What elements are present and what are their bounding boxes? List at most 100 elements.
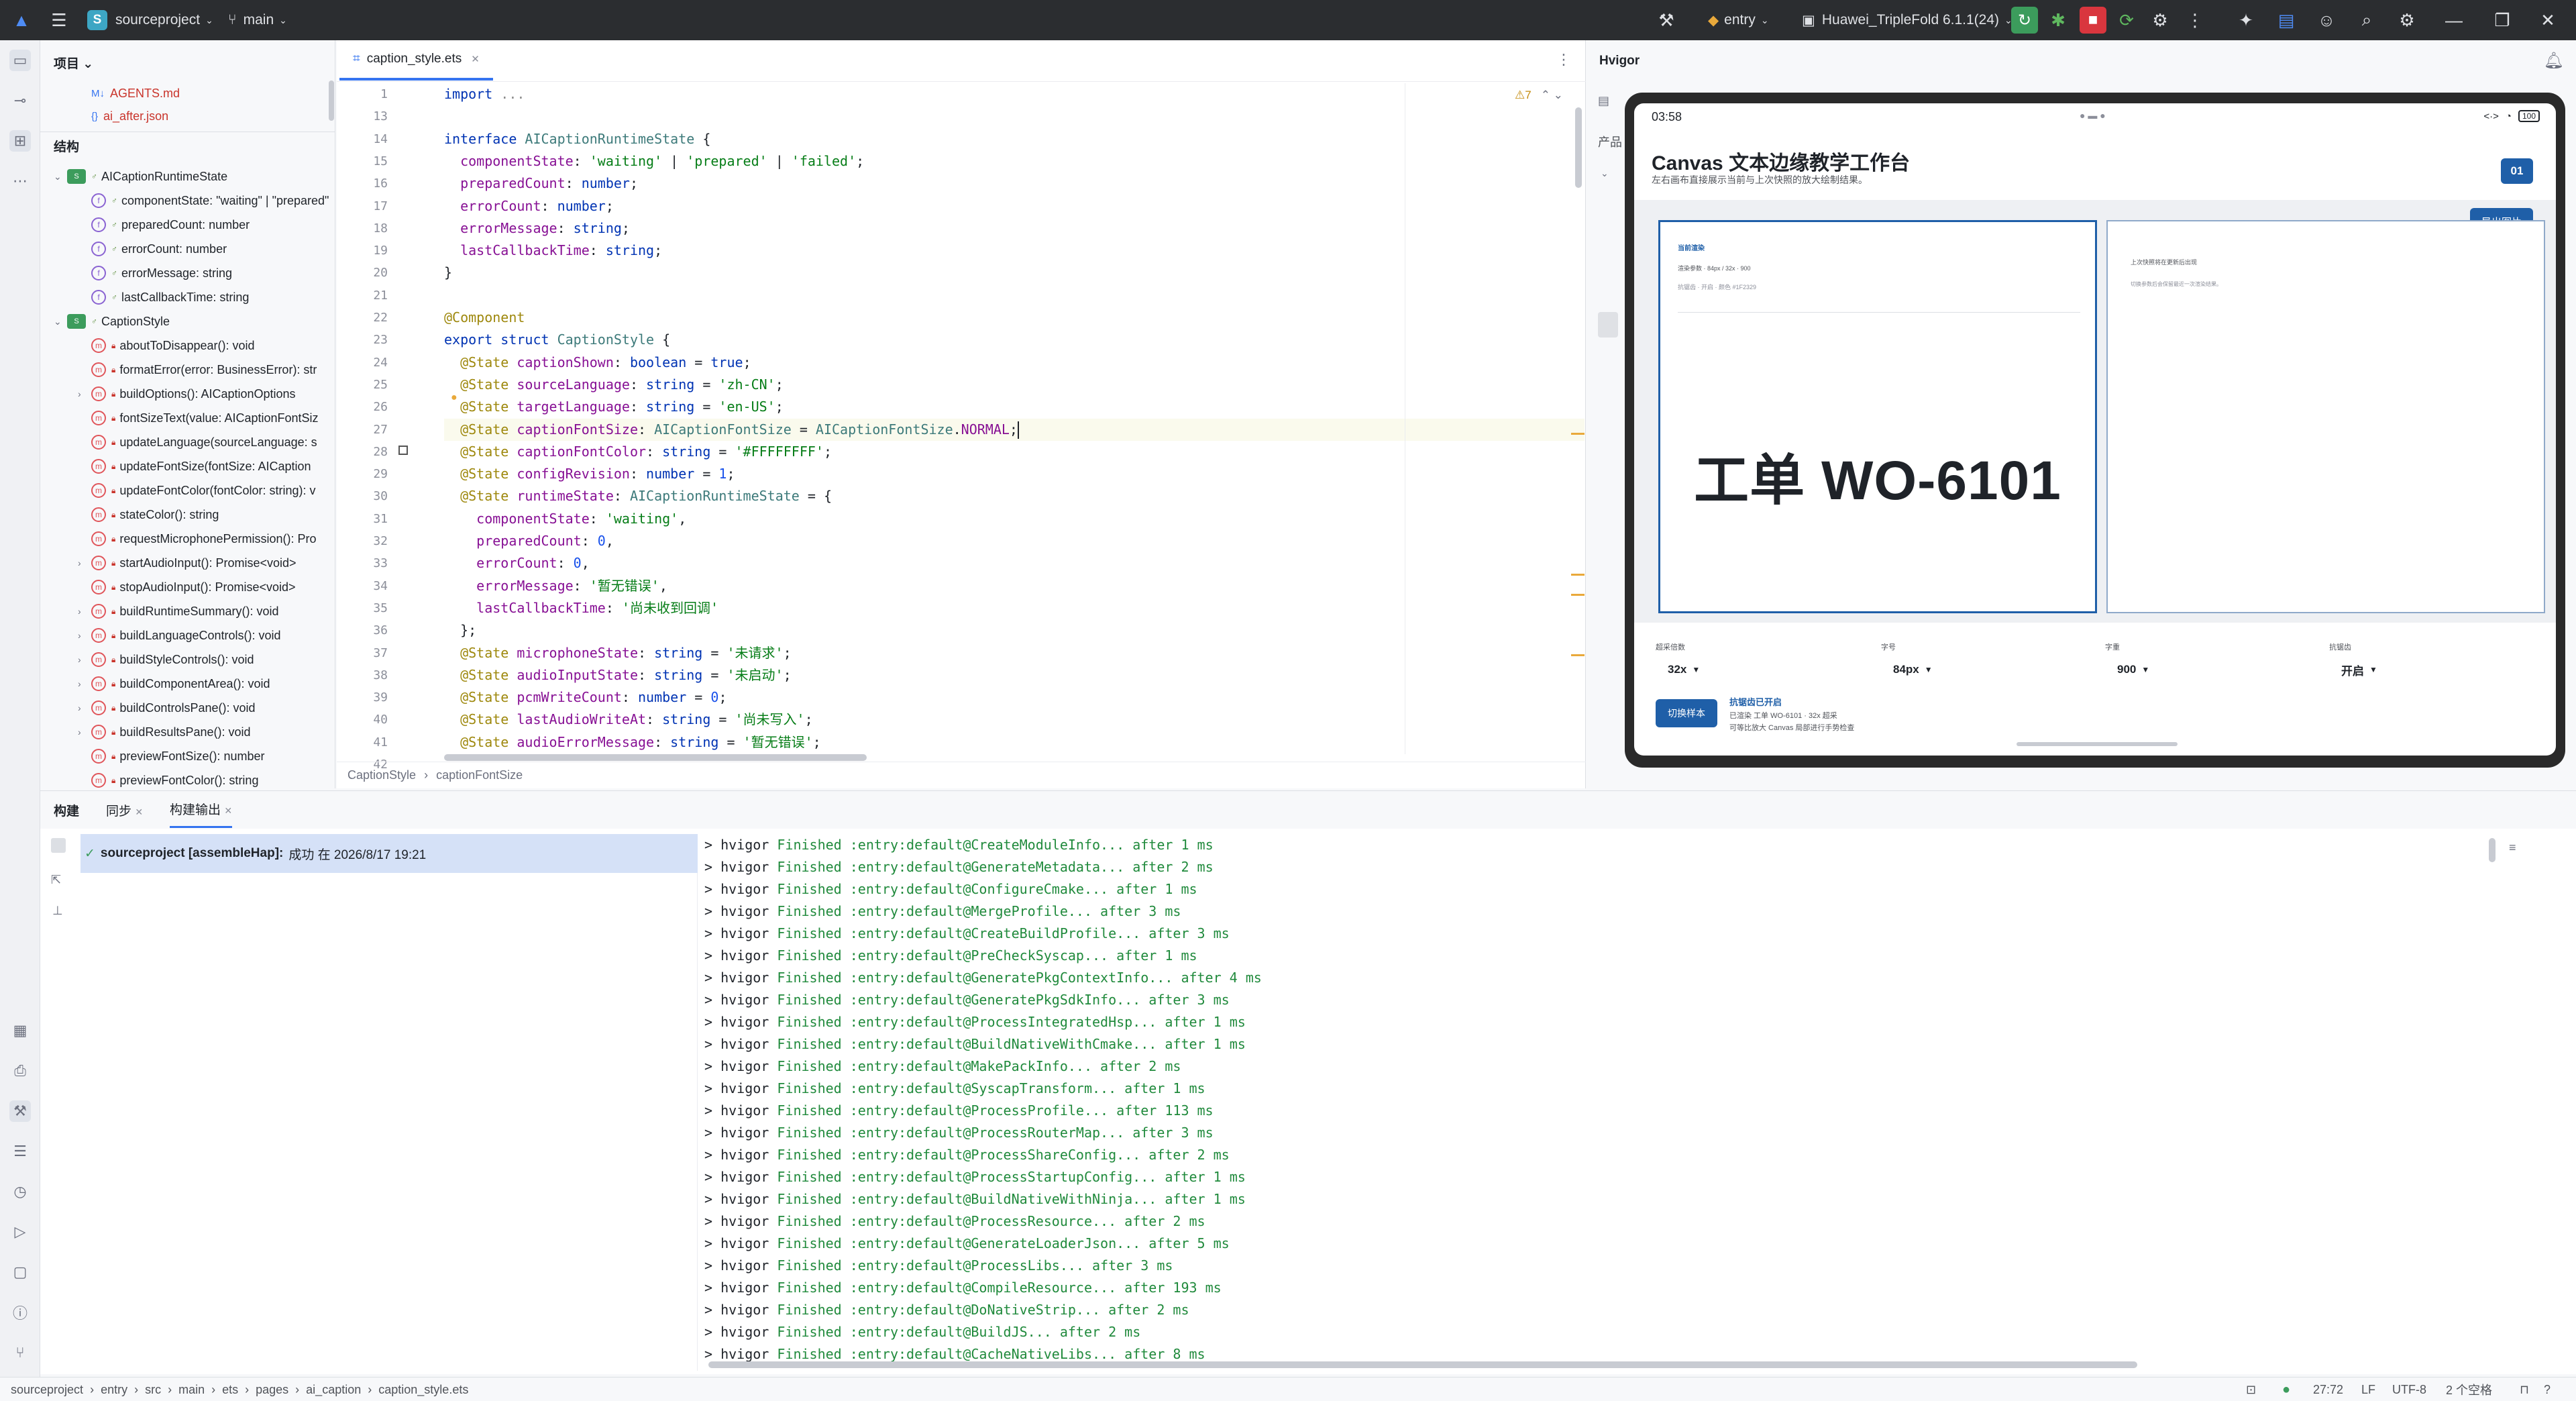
pin-icon[interactable]: ⊥ bbox=[52, 904, 63, 917]
structure-member-item[interactable]: m🔒︎requestMicrophonePermission(): Pro bbox=[78, 527, 333, 550]
code-line[interactable]: preparedCount: number; bbox=[444, 172, 638, 195]
structure-member-item[interactable]: m🔒︎previewFontSize(): number bbox=[78, 745, 333, 768]
line-separator[interactable]: LF bbox=[2361, 1382, 2376, 1396]
profiler-icon[interactable]: ⚙ bbox=[2152, 9, 2168, 30]
stop-button[interactable]: ■ bbox=[2080, 0, 2106, 40]
minimize-icon[interactable]: — bbox=[2445, 9, 2463, 30]
code-line[interactable]: @State audioErrorMessage: string = '暂无错误… bbox=[444, 731, 821, 754]
status-path-item[interactable]: src bbox=[145, 1382, 162, 1396]
git-icon[interactable]: ⑂ bbox=[15, 1344, 25, 1361]
tab-build-output[interactable]: 构建输出 ✕ bbox=[170, 792, 233, 828]
profiler-strip-icon[interactable]: ◷ bbox=[13, 1183, 27, 1200]
structure-member-item[interactable]: m🔒︎updateLanguage(sourceLanguage: s bbox=[78, 431, 333, 454]
status-path-item[interactable]: main bbox=[178, 1382, 205, 1396]
structure-member-item[interactable]: f♂preparedCount: number bbox=[78, 213, 333, 236]
color-swatch[interactable] bbox=[398, 446, 408, 455]
chevron-down-icon[interactable]: ⌄ bbox=[54, 315, 62, 327]
log-line[interactable]: > hvigor Finished :entry:default@BuildNa… bbox=[704, 1188, 1246, 1210]
file-item[interactable]: {} ai_after.json bbox=[91, 109, 169, 123]
control-dropdown[interactable]: 84px▼ bbox=[1893, 658, 1933, 682]
preview-side-icon[interactable]: ▤ bbox=[1598, 94, 1610, 107]
structure-member-item[interactable]: ›m🔒︎startAudioInput(): Promise<void> bbox=[78, 552, 333, 574]
code-line[interactable]: preparedCount: 0, bbox=[444, 530, 614, 552]
code-line[interactable]: lastCallbackTime: '尚未收到回调' bbox=[444, 597, 718, 619]
status-path-item[interactable]: pages bbox=[256, 1382, 289, 1396]
log-line[interactable]: > hvigor Finished :entry:default@DoNativ… bbox=[704, 1299, 1189, 1321]
code-line[interactable]: @State sourceLanguage: string = 'zh-CN'; bbox=[444, 374, 784, 396]
structure-member-item[interactable]: ›m🔒︎buildOptions(): AICaptionOptions bbox=[78, 382, 333, 405]
build-hammer-icon[interactable]: ⚒ bbox=[9, 1100, 31, 1122]
code-line[interactable]: @Component bbox=[444, 307, 525, 329]
more-tools-icon[interactable]: ⋯ bbox=[13, 172, 28, 189]
open-external-icon[interactable]: ⇱ bbox=[51, 873, 62, 886]
commit-icon[interactable]: ⊸ bbox=[13, 92, 27, 109]
chevron-right-icon[interactable]: › bbox=[78, 654, 81, 665]
structure-member-item[interactable]: ›m🔒︎buildControlsPane(): void bbox=[78, 696, 333, 719]
chevron-down-icon[interactable]: ⌄ bbox=[1601, 168, 1609, 178]
chevron-right-icon[interactable]: › bbox=[78, 727, 81, 737]
restore-icon[interactable]: ❐ bbox=[2494, 9, 2510, 30]
chevron-right-icon[interactable]: › bbox=[78, 630, 81, 641]
caret-position[interactable]: 27:72 bbox=[2313, 1382, 2344, 1396]
code-line[interactable]: interface AICaptionRuntimeState { bbox=[444, 128, 710, 150]
code-line[interactable]: @State captionFontSize: AICaptionFontSiz… bbox=[444, 418, 1585, 441]
structure-member-item[interactable]: f♂errorMessage: string bbox=[78, 262, 333, 284]
chevron-right-icon[interactable]: › bbox=[78, 606, 81, 617]
control-dropdown[interactable]: 900▼ bbox=[2117, 658, 2149, 682]
log-line[interactable]: > hvigor Finished :entry:default@CreateB… bbox=[704, 923, 1230, 945]
structure-member-item[interactable]: ›m🔒︎buildStyleControls(): void bbox=[78, 648, 333, 671]
settings-gear-icon[interactable]: ⚙ bbox=[2399, 9, 2415, 30]
editor-hscrollbar[interactable] bbox=[444, 754, 867, 761]
warnings-indicator[interactable]: ⚠7⌃ ⌄ bbox=[1515, 89, 1563, 101]
log-line[interactable]: > hvigor Finished :entry:default@SyscapT… bbox=[704, 1078, 1205, 1100]
status-path-item[interactable]: ets bbox=[222, 1382, 239, 1396]
chevron-right-icon[interactable]: › bbox=[78, 703, 81, 713]
previous-canvas-card[interactable]: 上次快照将在更新后出现 切换参数后会保留最近一次渲染结果。 bbox=[2106, 220, 2545, 613]
status-path-item[interactable]: entry bbox=[101, 1382, 128, 1396]
structure-member-item[interactable]: m🔒︎previewFontColor(): string bbox=[78, 769, 333, 788]
structure-icon[interactable]: ⊞ bbox=[9, 130, 31, 152]
log-line[interactable]: > hvigor Finished :entry:default@Process… bbox=[704, 1166, 1246, 1188]
chevron-down-icon[interactable]: ⌄ bbox=[54, 170, 62, 182]
apply-changes-icon[interactable]: ⟳ bbox=[2119, 9, 2134, 30]
log-line[interactable]: > hvigor Finished :entry:default@Generat… bbox=[704, 989, 1230, 1011]
code-line[interactable]: } bbox=[444, 262, 452, 284]
log-scrollbar[interactable] bbox=[2489, 838, 2496, 862]
structure-member-item[interactable]: f♂lastCallbackTime: string bbox=[78, 286, 333, 309]
structure-member-item[interactable]: ›m🔒︎buildLanguageControls(): void bbox=[78, 624, 333, 647]
log-line[interactable]: > hvigor Finished :entry:default@Process… bbox=[704, 1100, 1214, 1122]
panel-scrollbar[interactable] bbox=[329, 81, 334, 121]
structure-member-item[interactable]: f♂componentState: "waiting" | "prepared" bbox=[78, 189, 333, 212]
lock-icon[interactable]: ⊓ bbox=[2520, 1382, 2530, 1396]
structure-member-item[interactable]: ›m🔒︎buildComponentArea(): void bbox=[78, 672, 333, 695]
status-path-item[interactable]: sourceproject bbox=[11, 1382, 84, 1396]
log-line[interactable]: > hvigor Finished :entry:default@CreateM… bbox=[704, 834, 1214, 856]
tab-sync[interactable]: 同步 ✕ bbox=[106, 804, 144, 819]
editor-vscrollbar[interactable] bbox=[1575, 107, 1582, 188]
log-line[interactable]: > hvigor Finished :entry:default@Generat… bbox=[704, 856, 1214, 878]
log-line[interactable]: > hvigor Finished :entry:default@MergePr… bbox=[704, 900, 1181, 923]
code-line[interactable]: @State targetLanguage: string = 'en-US'; bbox=[444, 396, 784, 418]
log-hscrollbar[interactable] bbox=[708, 1361, 2137, 1368]
log-line[interactable]: > hvigor Finished :entry:default@Process… bbox=[704, 1011, 1246, 1033]
stop-build-icon[interactable] bbox=[51, 838, 66, 853]
chevron-right-icon[interactable]: › bbox=[78, 388, 81, 399]
log-line[interactable]: > hvigor Finished :entry:default@Process… bbox=[704, 1144, 1230, 1166]
log-line[interactable]: > hvigor Finished :entry:default@Generat… bbox=[704, 967, 1262, 989]
log-line[interactable]: > hvigor Finished :entry:default@MakePac… bbox=[704, 1055, 1181, 1078]
log-line[interactable]: > hvigor Finished :entry:default@Process… bbox=[704, 1122, 1214, 1144]
device-selector[interactable]: ▣ Huawei_TripleFold 6.1.1(24) ⌄ bbox=[1802, 0, 2012, 40]
status-ok-icon[interactable]: ● bbox=[2282, 1382, 2291, 1397]
branch-selector[interactable]: ⑂ main ⌄ bbox=[228, 0, 287, 40]
breadcrumb-item[interactable]: captionFontSize bbox=[436, 768, 523, 782]
log-line[interactable]: > hvigor Finished :entry:default@Process… bbox=[704, 1255, 1173, 1277]
code-line[interactable]: @State pcmWriteCount: number = 0; bbox=[444, 686, 727, 709]
bulb-icon[interactable]: ● bbox=[451, 392, 458, 403]
code-line[interactable]: errorMessage: string; bbox=[444, 217, 630, 240]
debug-icon[interactable]: ✱ bbox=[2051, 9, 2065, 30]
app-logo-icon[interactable]: ▲ bbox=[13, 9, 30, 30]
structure-member-item[interactable]: m🔒︎stateColor(): string bbox=[78, 503, 333, 526]
module-selector[interactable]: ◆ entry ⌄ bbox=[1708, 0, 1769, 40]
log-line[interactable]: > hvigor Finished :entry:default@BuildNa… bbox=[704, 1033, 1246, 1055]
structure-member-item[interactable]: m🔒︎aboutToDisappear(): void bbox=[78, 334, 333, 357]
